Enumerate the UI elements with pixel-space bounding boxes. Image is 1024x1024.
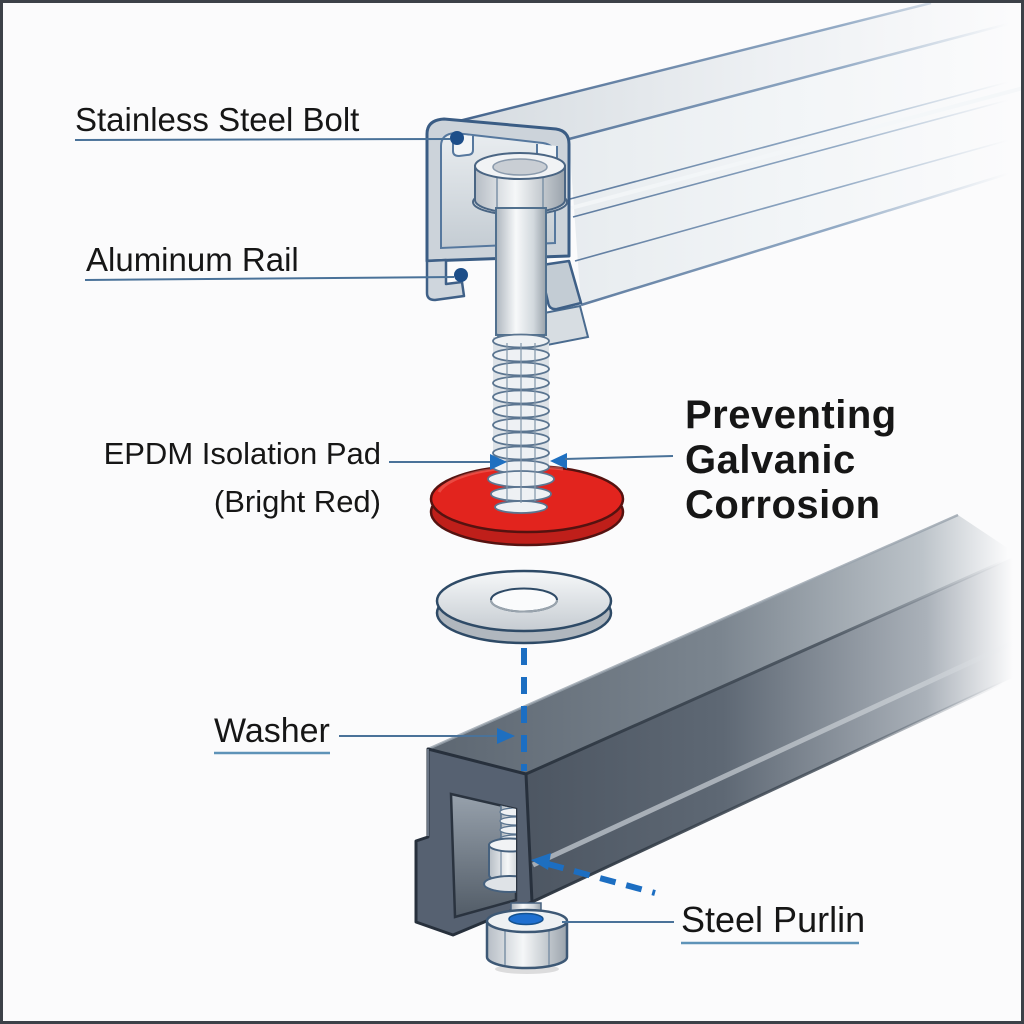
rail-groove-line-2: [572, 95, 1021, 218]
label-epdm-line2: (Bright Red): [213, 484, 381, 519]
rail-front-top-edge: [568, 19, 1021, 141]
note-preventing-galvanic-corrosion: Preventing Galvanic Corrosion: [685, 393, 897, 528]
epdm-arrow-left-icon: [490, 454, 507, 470]
rail-groove-line-1: [569, 77, 1021, 200]
rail-lip-left: [425, 258, 466, 302]
annotations: [74, 131, 859, 945]
purlin-back-top-highlight: [427, 513, 959, 751]
washer-arrow-icon: [497, 728, 515, 744]
rail-leader-dot: [454, 268, 468, 282]
note-line2: Galvanic: [685, 438, 856, 482]
bolt-head-chamfer: [492, 158, 548, 176]
rail-groove-line-3: [574, 135, 1021, 262]
label-aluminum-rail: Aluminum Rail: [86, 241, 299, 278]
washer-graphic: [435, 569, 613, 645]
label-steel-purlin: Steel Purlin: [681, 899, 866, 940]
assembly-illustration: [74, 3, 1021, 974]
rail-light-stripe: [570, 86, 1021, 210]
thread-locker-top: [508, 912, 544, 926]
epdm-arrow-right-icon: [550, 453, 567, 469]
washer-hole-depth: [490, 599, 558, 613]
note-line3: Corrosion: [685, 483, 881, 527]
rail-bottom-edge: [580, 168, 1021, 307]
steel-purlin-graphic: [414, 513, 1021, 937]
nut-axis-arrow-icon: [531, 853, 551, 870]
rail-back-top-edge: [446, 3, 932, 126]
purlin-front-face: [526, 555, 1021, 902]
purlin-front-top-edge: [525, 553, 1019, 776]
nut-body: [485, 921, 569, 970]
label-epdm-line1: EPDM Isolation Pad: [103, 436, 381, 471]
bolt-leader-line: [74, 138, 451, 141]
bolt-shank: [495, 207, 547, 336]
bolt-leader-dot: [450, 131, 464, 145]
bottom-hex-nut-graphic: [485, 902, 569, 974]
stainless-bolt-graphic: [472, 152, 568, 341]
note-line1: Preventing: [685, 393, 897, 437]
nut-axis-dashed-line: [547, 861, 656, 896]
purlin-light-stripe: [531, 636, 1021, 868]
rail-lip-right: [540, 259, 583, 311]
rail-top-face: [447, 3, 1021, 139]
epdm-leader-right: [564, 455, 674, 460]
label-stainless-steel-bolt: Stainless Steel Bolt: [75, 101, 360, 138]
label-washer: Washer: [214, 712, 330, 750]
rail-front-face: [569, 20, 1021, 305]
purlin-top-face: [428, 515, 1018, 774]
bolt-thread-grid: [506, 343, 536, 503]
purlin-bottom-edge: [531, 672, 1021, 904]
rail-leader-line: [84, 276, 455, 281]
label-epdm-isolation-pad: EPDM Isolation Pad (Bright Red): [43, 430, 381, 526]
